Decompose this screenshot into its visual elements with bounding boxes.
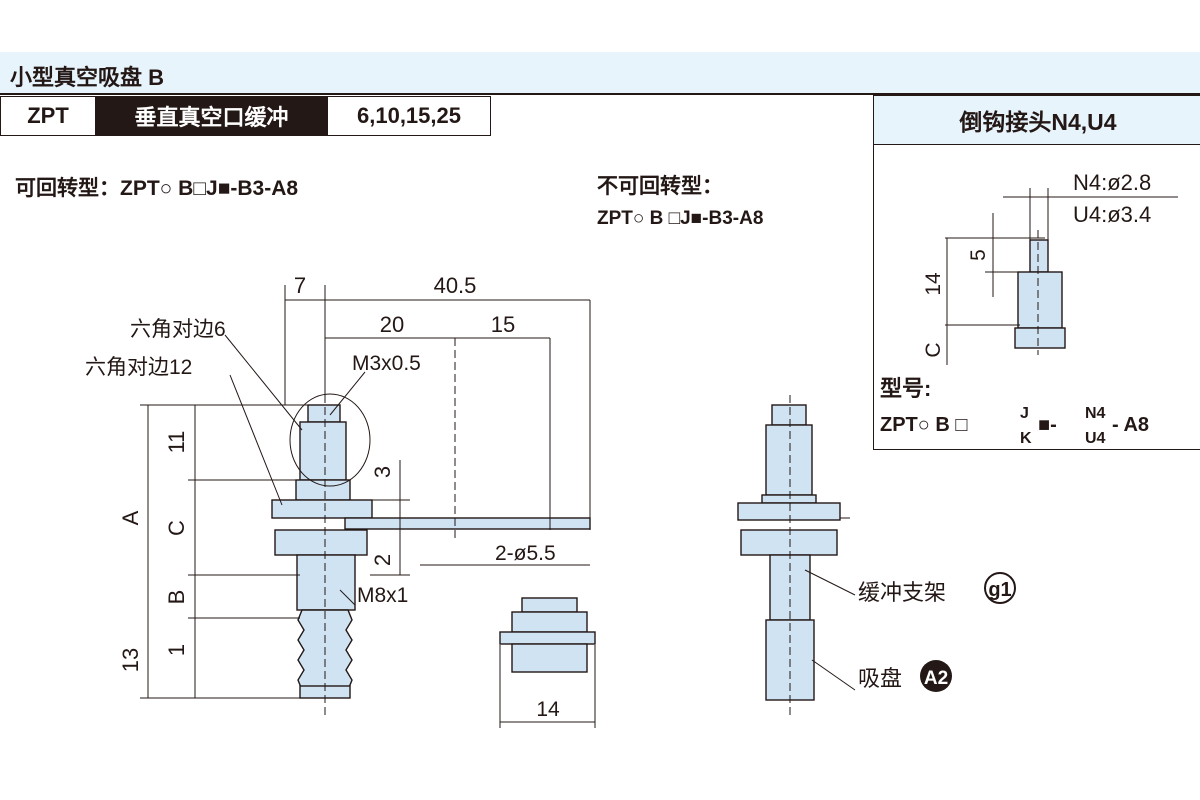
m8-label: M8x1: [357, 584, 408, 607]
barb-model-k: K: [1020, 430, 1032, 447]
dim-1: 1: [164, 644, 189, 656]
sizes-cell: 6,10,15,25: [327, 96, 491, 136]
dim-b: B: [164, 590, 189, 605]
dim-15: 15: [491, 312, 515, 337]
dim-n4: N4:ø2.8: [1073, 170, 1151, 195]
dim-2: 2: [370, 554, 395, 566]
holes-label: 2-ø5.5: [495, 542, 556, 565]
barb-dim-14: 14: [922, 272, 945, 296]
dim-20: 20: [380, 312, 404, 337]
series-cell: ZPT: [0, 96, 96, 136]
dim-c: C: [164, 520, 189, 536]
hex12-label: 六角对边12: [85, 356, 192, 379]
barb-dim-c: C: [922, 342, 945, 357]
bracket-code: g1: [988, 579, 1011, 601]
dimensions-main: [140, 285, 591, 699]
barb-fitting-drawing: [945, 188, 1178, 365]
vacuum-pad-rotatable: [271, 393, 591, 715]
hex6-label: 六角对边6: [130, 318, 226, 341]
barb-panel-title: 倒钩接头N4,U4: [874, 96, 1200, 145]
non-rotatable-model: ZPT○ B □J■-B3-A8: [597, 208, 764, 229]
dim-7: 7: [294, 273, 306, 298]
dim-3: 3: [370, 466, 395, 478]
barb-fitting-panel: 倒钩接头N4,U4: [873, 95, 1200, 450]
barb-model-j: J: [1020, 405, 1029, 422]
bracket-label: 缓冲支架: [858, 580, 946, 605]
dim-a: A: [118, 510, 143, 525]
barb-model-u4: U4: [1085, 430, 1106, 447]
barb-model-square: ■-: [1038, 414, 1057, 436]
m3-label: M3x0.5: [352, 352, 421, 375]
type-cell: 垂直真空口缓冲: [95, 96, 328, 136]
page-title: 小型真空吸盘 B: [10, 65, 165, 90]
dim-13: 13: [118, 648, 143, 672]
bracket-code-badge: [984, 572, 1016, 604]
pad-code: A2: [924, 668, 948, 689]
barb-model-suffix: - A8: [1112, 414, 1149, 436]
dim-11: 11: [164, 431, 189, 454]
barb-model-prefix: ZPT○ B □: [880, 414, 968, 436]
vacuum-pad-non-rotatable: [737, 395, 856, 715]
header-band: 小型真空吸盘 B: [0, 52, 1200, 95]
nut-width-dim: 14: [536, 698, 560, 721]
pad-label: 吸盘: [858, 666, 902, 691]
pad-code-badge: [920, 660, 952, 692]
non-rotatable-label: 不可回转型：: [597, 175, 723, 198]
barb-model-n4: N4: [1085, 405, 1106, 422]
barb-model-label: 型号:: [880, 376, 931, 401]
hex-nut-view: [499, 597, 596, 728]
dim-u4: U4:ø3.4: [1073, 202, 1151, 227]
rotatable-model: 可回转型：ZPT○ B□J■-B3-A8: [15, 177, 299, 200]
dim-40-5: 40.5: [434, 273, 477, 298]
barb-dim-5: 5: [967, 249, 990, 261]
